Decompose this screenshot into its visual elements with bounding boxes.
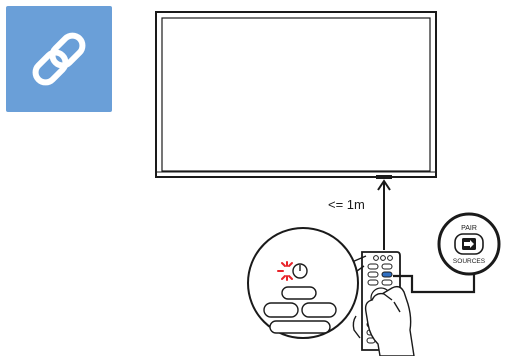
signal-arrow	[377, 179, 391, 250]
tv	[155, 11, 437, 179]
power-icon	[292, 263, 308, 279]
hand	[352, 285, 415, 356]
distance-label: <= 1m	[328, 197, 365, 212]
sources-label: SOURCES	[453, 258, 486, 265]
link-tile	[6, 6, 112, 112]
callout-line	[393, 258, 476, 294]
link-icon	[32, 32, 86, 86]
pair-sources-button: PAIR SOURCES	[437, 212, 501, 276]
source-input-icon	[462, 238, 476, 250]
led-blink-icon	[277, 261, 293, 281]
pair-label: PAIR	[461, 225, 477, 232]
magnified-remote-view	[247, 227, 359, 339]
tv-sensor	[376, 175, 392, 179]
